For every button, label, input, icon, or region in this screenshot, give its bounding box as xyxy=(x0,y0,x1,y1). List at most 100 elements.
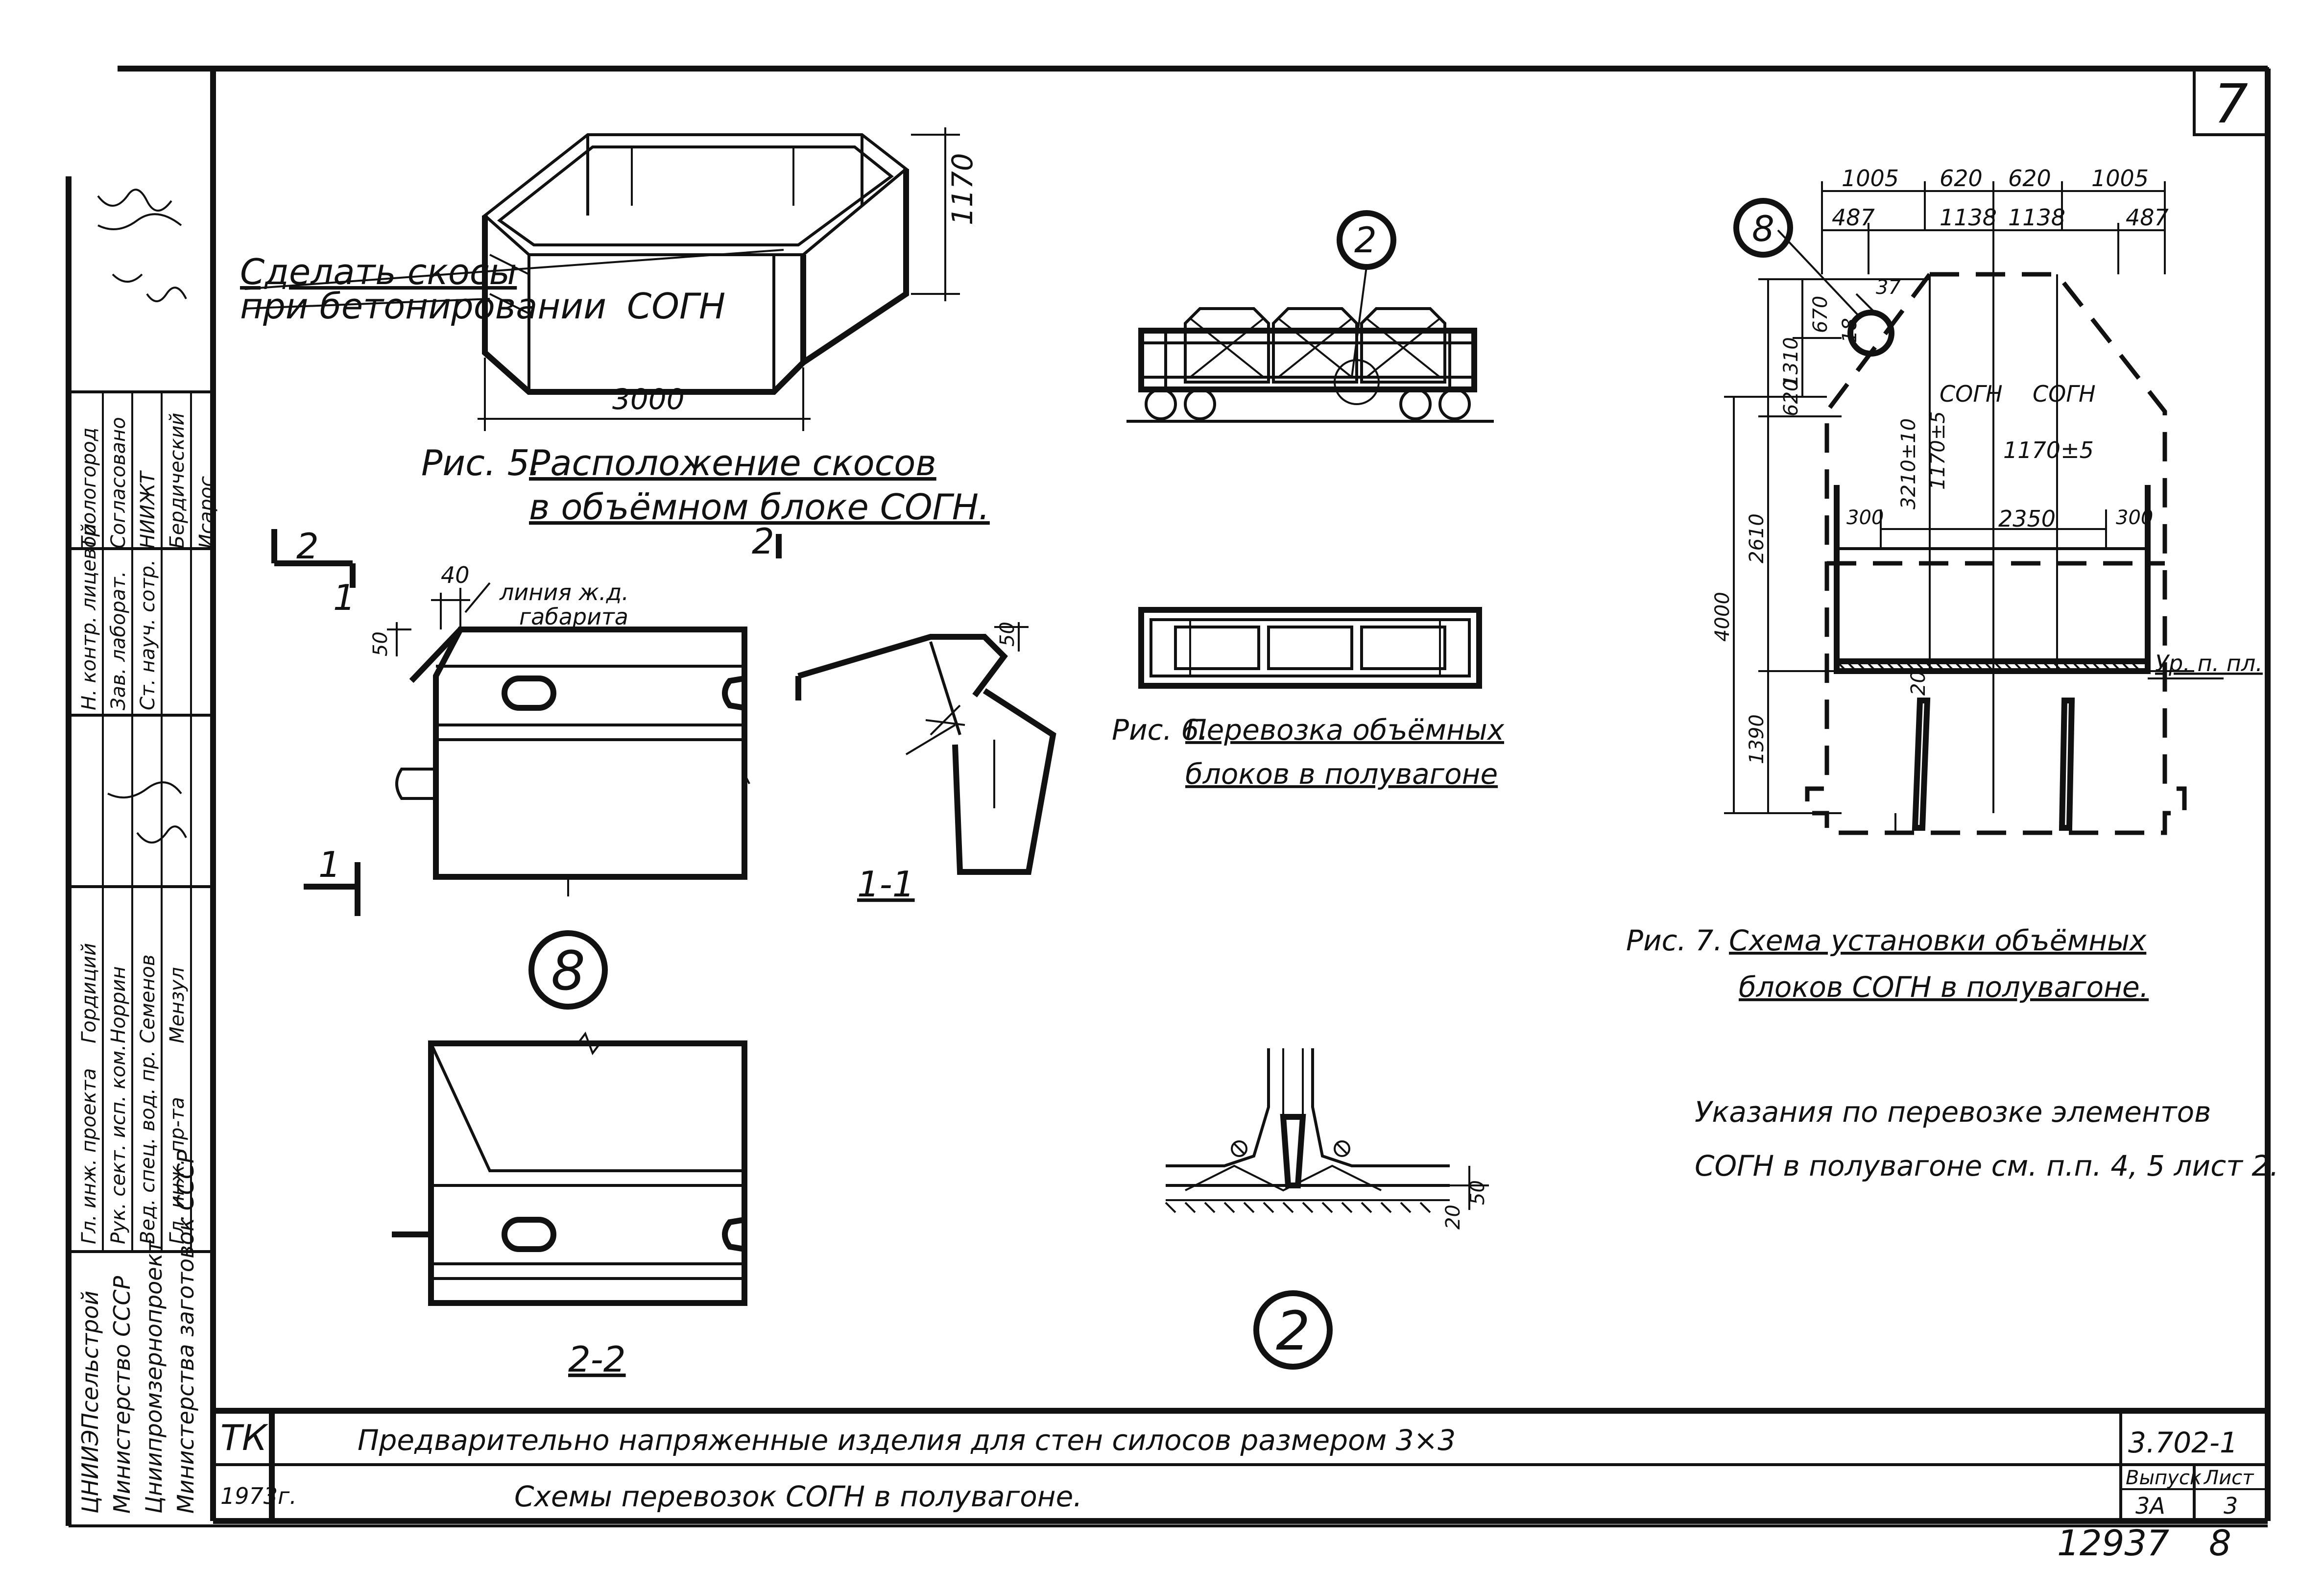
bottom-number-left: 12937 xyxy=(2057,1522,2169,1564)
fig7-height-left: 1170±5 xyxy=(1927,411,1949,490)
side-stamp xyxy=(69,390,213,1253)
title-block-sheet-label: Лист xyxy=(2203,1467,2254,1489)
title-block-sheet: 3 xyxy=(2224,1493,2238,1519)
detail8-section-mark-2-right: 2 xyxy=(752,521,774,562)
title-block xyxy=(213,1408,2268,1521)
fig7-wagon-dim-3: 300 xyxy=(2116,507,2153,529)
title-block-issue: 3А xyxy=(2135,1493,2165,1519)
fig7-dim-2nd-2: 1138 xyxy=(1940,204,1997,231)
section-1-1-dim-50: 50 xyxy=(996,622,1019,647)
title-block-title-line2: Схемы перевозок СОГН в полувагоне. xyxy=(514,1480,1082,1513)
fig7-dim-2nd-1: 487 xyxy=(1832,204,1875,231)
detail8-callout-circle xyxy=(528,930,608,1010)
instructions-line2: СОГН в полувагоне см. п.п. 4, 5 лист 2. xyxy=(1695,1149,2279,1183)
stamp-role-1: Гл. инж. проекта xyxy=(78,1068,100,1245)
section-1-1-drawing xyxy=(795,622,1056,875)
sheet-number: 7 xyxy=(2214,72,2248,135)
section-2-2-label: 2-2 xyxy=(568,1339,626,1380)
fig7-dim-18: 18 xyxy=(1839,318,1861,343)
stamp-role-4: Гл. инж. пр-та xyxy=(166,1097,189,1244)
detail8-elevation xyxy=(271,529,782,916)
detail8-gauge-line1: линия ж.д. xyxy=(499,579,629,605)
detail8-gauge-line2: габарита xyxy=(519,603,628,630)
stamp-name-4: Мензул xyxy=(166,967,189,1043)
fig5-block-drawing xyxy=(244,127,960,431)
fig7-drawing xyxy=(1724,181,2224,835)
detail8-callout-number: 8 xyxy=(551,940,585,1002)
fig7-callout-circle xyxy=(1733,198,1793,258)
stamp-approval-7: Бердический xyxy=(166,413,189,549)
fig7-dim-top-1: 1005 xyxy=(1842,165,1899,192)
bottom-number-right: 8 xyxy=(2209,1522,2231,1564)
stamp-org-1: ЦНИИЭПсельстрой xyxy=(77,1291,103,1514)
fig5-caption-line2: в объёмном блоке СОГН. xyxy=(529,486,990,528)
title-block-year: 1973г. xyxy=(220,1483,297,1509)
fig5-caption-line1: Расположение скосов xyxy=(529,442,936,483)
instructions-line1: Указания по перевозке элементов xyxy=(1695,1095,2211,1129)
fig7-dim-2nd-3: 1138 xyxy=(2008,204,2065,231)
stamp-approval-8: Исарос xyxy=(195,476,218,549)
fig7-caption-prefix: Рис. 7. xyxy=(1626,924,1723,957)
fig5-block-label: СОГН xyxy=(627,286,725,327)
fig7-dim-37: 37 xyxy=(1876,276,1901,299)
stamp-approval-6: НИИЖТ xyxy=(137,470,159,549)
fig7-dim-left-5: 1390 xyxy=(1746,714,1768,764)
title-block-issue-label: Выпуск xyxy=(2126,1467,2202,1489)
fig7-dim-left-2: 670 xyxy=(1809,296,1832,333)
detail2-dim-20: 20 xyxy=(1442,1205,1464,1230)
detail8-section-mark-2-top: 2 xyxy=(296,526,319,567)
detail2-callout-circle xyxy=(1253,1290,1333,1370)
fig7-wagon-dim-1: 300 xyxy=(1846,507,1884,529)
title-block-title-line1: Предварительно напряженные изделия для с… xyxy=(358,1424,1456,1457)
fig7-dim-20: 20 xyxy=(1907,671,1930,696)
stamp-role-3: Вед. спец. вод. пр. xyxy=(137,1050,159,1244)
fig6-callout-number: 2 xyxy=(1354,219,1377,261)
detail8-dim-40: 40 xyxy=(441,562,470,588)
title-block-code: ТК xyxy=(220,1417,268,1458)
fig7-caption-line2: блоков СОГН в полувагоне. xyxy=(1739,970,2149,1004)
detail8-section-mark-1-bottom: 1 xyxy=(318,844,341,885)
stamp-org-3: Цниипромзернопроект xyxy=(141,1240,167,1514)
signatures xyxy=(97,189,187,844)
stamp-org-2: Министерство СССР xyxy=(109,1276,135,1514)
stamp-approval-3: Ст. науч. сотр. xyxy=(137,559,159,710)
stamp-name-3: Семенов xyxy=(137,954,159,1043)
stamp-name-1: Гордиций xyxy=(78,943,100,1043)
detail2-dim-50: 50 xyxy=(1466,1180,1489,1205)
fig7-dim-left-3: 620 xyxy=(1780,379,1802,416)
fig5-caption-prefix: Рис. 5. xyxy=(421,442,541,483)
fig7-callout-number: 8 xyxy=(1752,208,1774,249)
fig5-note-line2: при бетонировании xyxy=(240,286,606,327)
title-block-series: 3.702-1 xyxy=(2128,1426,2238,1459)
fig7-level-label: Ур. п. пл. xyxy=(2155,650,2263,676)
detail8-section-mark-1-top: 1 xyxy=(333,577,356,618)
detail2-drawing xyxy=(1165,1048,1489,1213)
section-1-1-label: 1-1 xyxy=(857,864,915,905)
stamp-approval-1: Н. контр. лицевой xyxy=(78,523,100,710)
fig7-dim-left-4: 2610 xyxy=(1746,513,1768,563)
stamp-org-4: Министерства заготовок СССР xyxy=(172,1150,199,1514)
section-2-2-drawing xyxy=(392,1031,747,1306)
fig5-note-line1: Сделать скосы xyxy=(240,251,517,292)
fig7-dim-left-6: 4000 xyxy=(1711,592,1734,642)
fig7-dim-2nd-4: 487 xyxy=(2126,204,2169,231)
fig6-wagon-side xyxy=(1126,266,1494,423)
fig7-dim-top-4: 1005 xyxy=(2091,165,2149,192)
fig7-height-right: 1170±5 xyxy=(2003,437,2094,463)
fig6-caption-line1: Перевозка объёмных xyxy=(1185,713,1505,747)
fig7-label-right: СОГН xyxy=(2033,381,2096,407)
fig5-dim-height: 1170 xyxy=(946,153,979,225)
fig6-caption-line2: блоков в полувагоне xyxy=(1185,757,1498,791)
fig7-dim-left-1: 1310 xyxy=(1780,337,1802,387)
stamp-approval-5: Согласовано xyxy=(107,417,130,549)
stamp-approval-4: Трологород xyxy=(78,428,100,549)
stamp-approval-2: Зав. лаборат. xyxy=(107,571,130,710)
fig7-dim-top-2: 620 xyxy=(1940,165,1983,192)
sheet-frame xyxy=(66,66,2271,1527)
fig7-caption-line1: Схема установки объёмных xyxy=(1729,924,2147,957)
fig6-caption-prefix: Рис. 6. xyxy=(1112,713,1208,747)
fig7-height-total: 3210±10 xyxy=(1897,418,1920,509)
stamp-role-2: Рук. сект. исп. ком. xyxy=(107,1044,130,1244)
stamp-name-2: Норрин xyxy=(107,966,130,1043)
